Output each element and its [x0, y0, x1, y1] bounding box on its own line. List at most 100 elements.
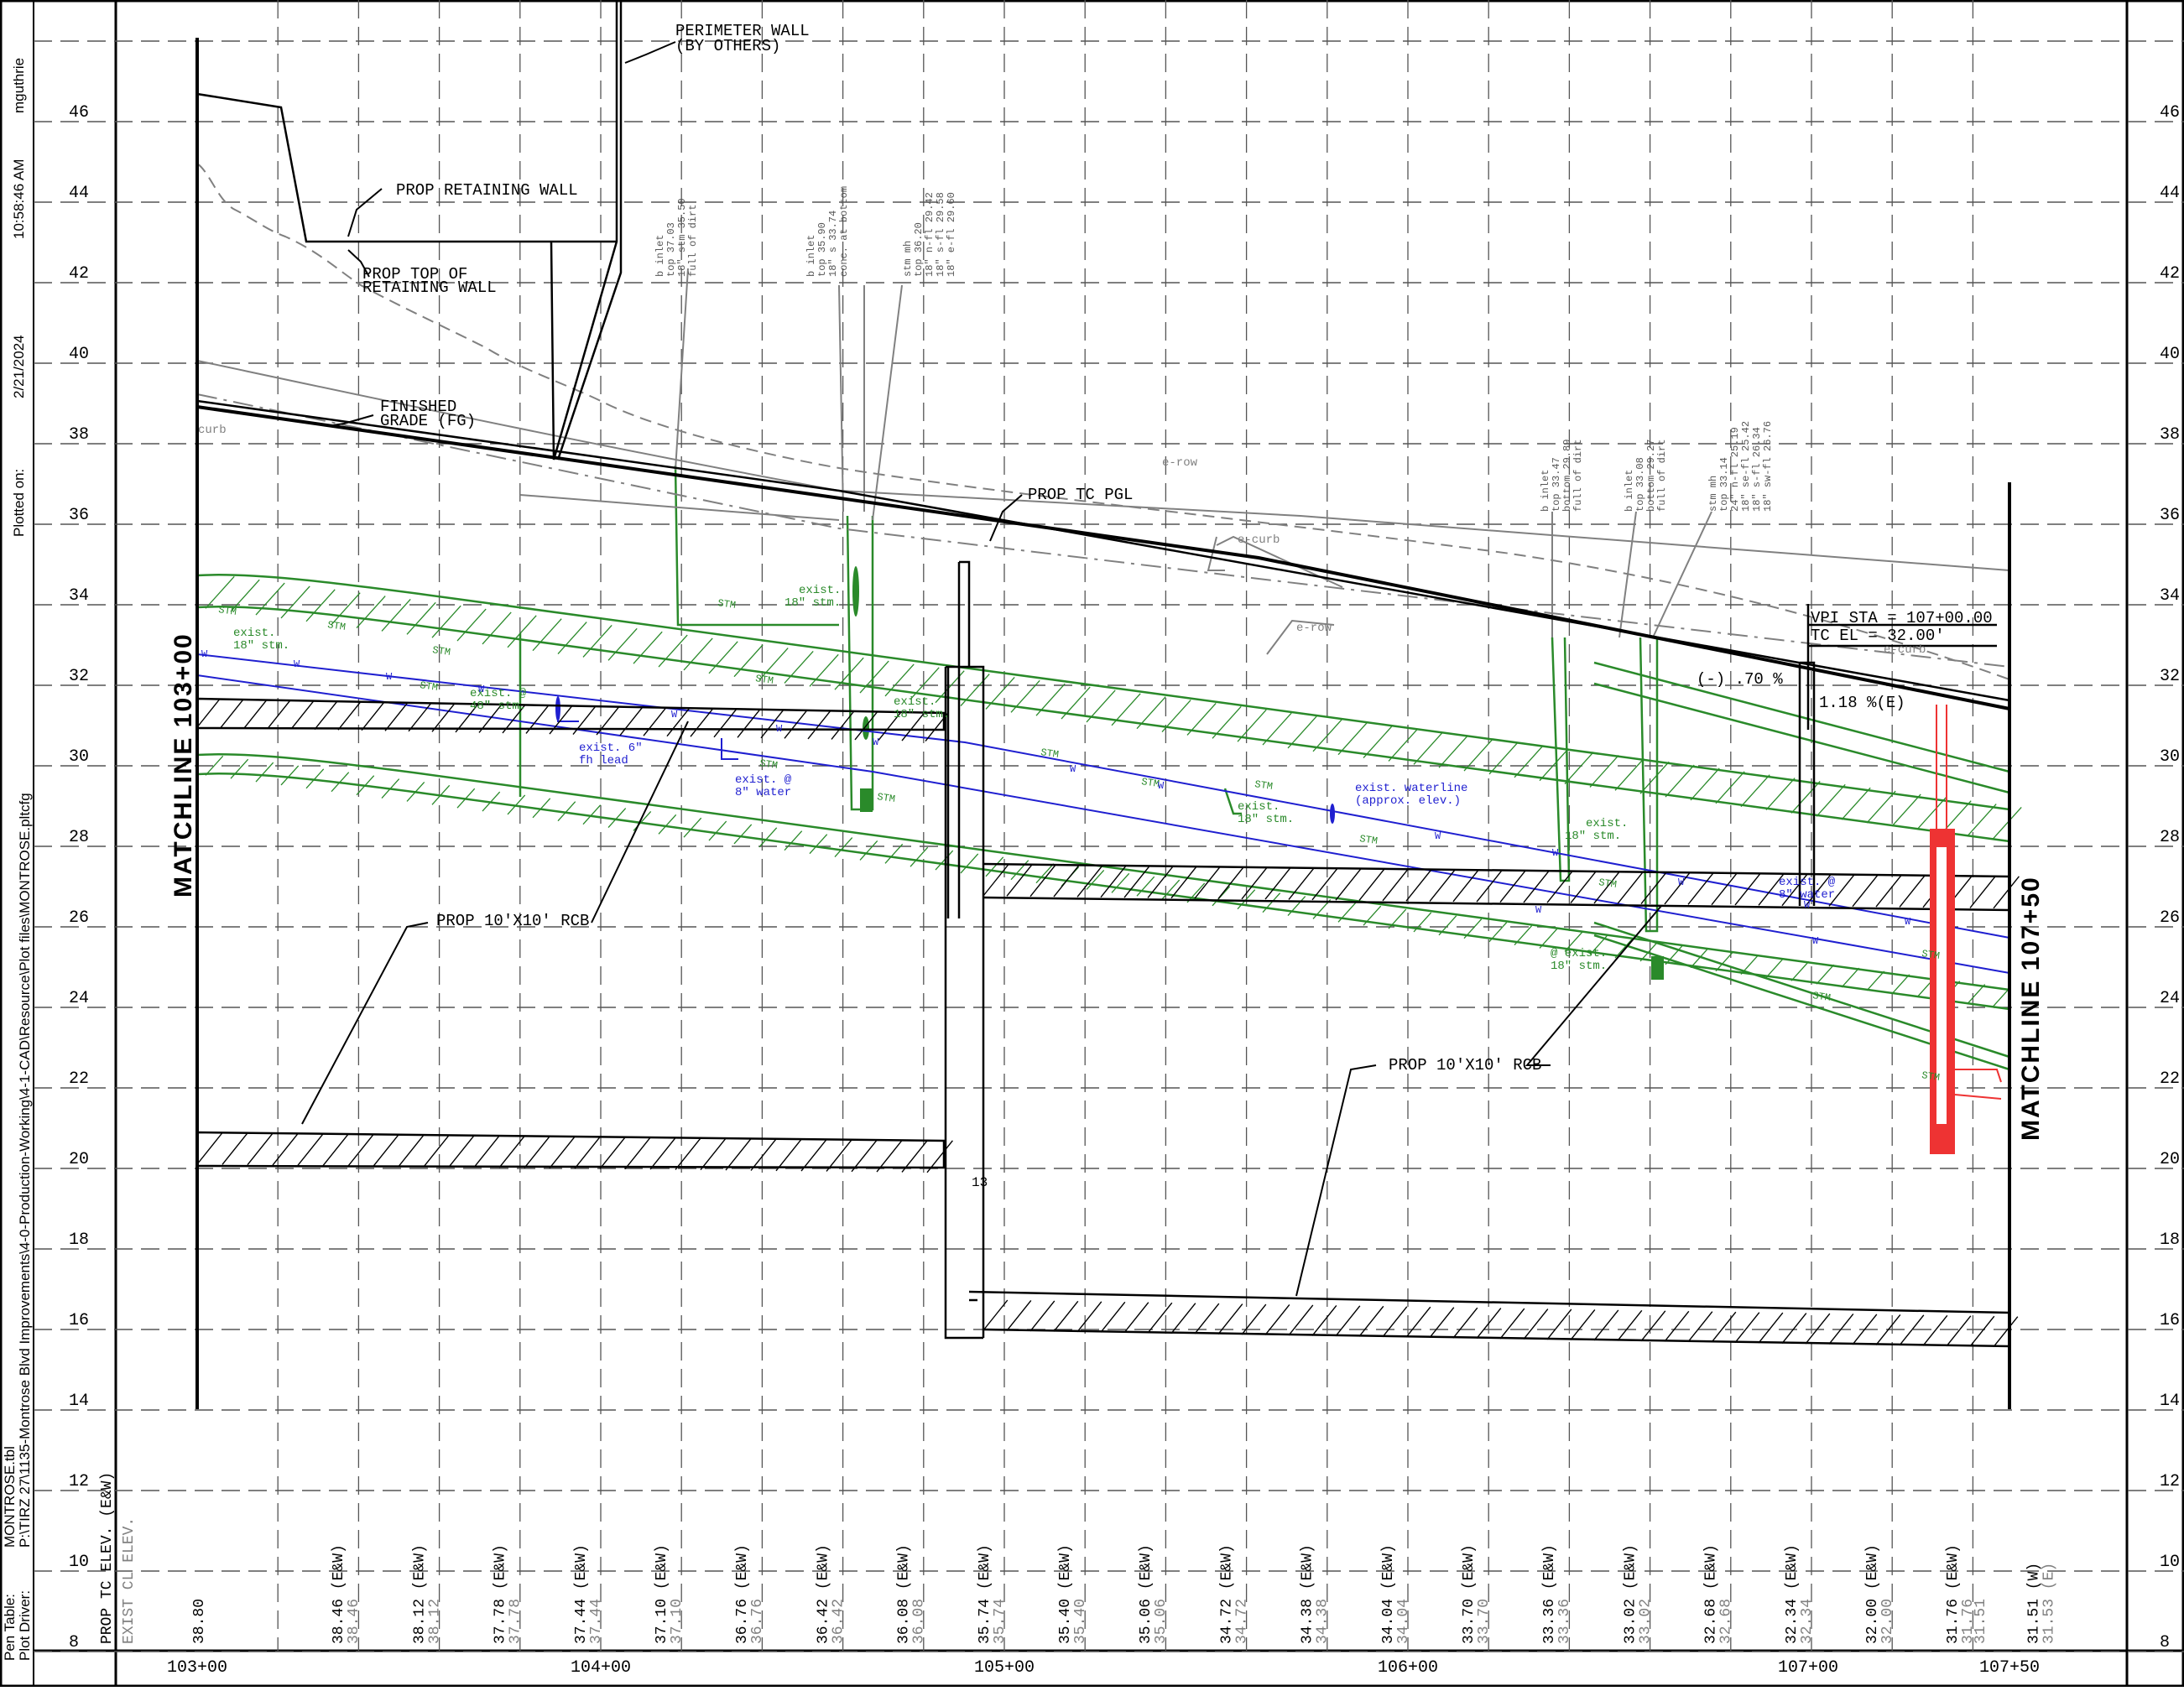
storm-hatch-stroke [960, 674, 990, 706]
storm-hatch-stroke [1715, 771, 1745, 804]
storm-labels: exist. 18" stm. exist. 18" stm. exist. 1… [233, 584, 1628, 973]
storm-hatch-stroke [456, 788, 476, 809]
storm-hatch-stroke [985, 676, 1015, 710]
hatch-stroke [1006, 863, 1033, 897]
storm-hatch-stroke [431, 605, 461, 638]
inlet-note-line: conc. at bottom [838, 186, 850, 277]
proposed-elevation: 38.46 (E&W) [331, 1544, 347, 1644]
existing-elevation: 33.36 [1556, 1599, 1573, 1644]
retaining-wall-face [550, 0, 618, 460]
water-marker-2 [1330, 804, 1335, 824]
station-label: 106+00 [1378, 1658, 1438, 1678]
storm-hatch-stroke [1035, 863, 1055, 884]
hatch-stroke [926, 1140, 953, 1173]
storm-band-1-bottom [196, 606, 2010, 843]
hatch-stroke [1452, 869, 1479, 903]
existing-ground-dashed [196, 163, 2010, 680]
finished-grade-label-2: GRADE (FG) [380, 412, 476, 430]
existing-elevation: 31.53 (E) [2041, 1563, 2057, 1644]
elevation-label-left: 30 [69, 747, 89, 767]
stm-tag: STM [717, 597, 736, 611]
leader-perimeter-wall [624, 41, 676, 64]
rcb-left-label: PROP 10'X10' RCB [436, 912, 589, 930]
station-label: 107+00 [1778, 1658, 1838, 1678]
existing-elevation: 32.68 [1718, 1599, 1735, 1644]
hatch-stroke [1499, 870, 1526, 903]
hatch-stroke [1217, 1303, 1243, 1335]
storm-hatch-stroke [1161, 879, 1181, 900]
hatch-stroke [502, 704, 526, 734]
storm-hatch-stroke [1539, 748, 1569, 782]
storm-hatch-stroke [1614, 757, 1645, 791]
storm-hatch-stroke [1061, 686, 1091, 720]
storm-hatch-stroke [482, 791, 501, 812]
elevation-label-left: 16 [69, 1311, 89, 1330]
storm-hatch-stroke [1665, 944, 1684, 965]
elevation-label-left: 40 [69, 345, 89, 364]
hatch-stroke [361, 701, 385, 731]
elevation-label-left: 10 [69, 1553, 89, 1572]
proposed-elevation: 34.38 (E&W) [1300, 1544, 1316, 1644]
storm-marker-1 [852, 566, 859, 617]
hatch-stroke [1875, 874, 1902, 908]
storm-band-hatching [205, 575, 2022, 1007]
hatch-stroke [196, 698, 221, 728]
storm-hatch-stroke [406, 601, 436, 635]
storm-hatch-stroke [683, 817, 702, 838]
inlet-note-line: top 35.90 [816, 222, 828, 277]
storm-hatch-stroke [1010, 679, 1040, 713]
elevation-label-right: 40 [2160, 345, 2180, 364]
elevation-label-left: 22 [69, 1069, 89, 1089]
storm-hatch-stroke [1413, 912, 1432, 933]
hatch-stroke [1053, 864, 1080, 898]
elevation-label-right: 46 [2160, 103, 2180, 122]
hatch-stroke [1593, 871, 1620, 904]
exist-stm-e-1: @ exist. [1551, 947, 1607, 960]
hatch-stroke [1382, 1306, 1408, 1338]
leader-rcb-mid [1525, 905, 1662, 1066]
row-line-segment [519, 494, 840, 521]
hatch-stroke [1264, 866, 1291, 900]
existing-elevation: 31.76 [1960, 1599, 1977, 1644]
storm-hatch-stroke [507, 794, 526, 815]
proposed-elevation: 37.78 (E&W) [493, 1544, 509, 1644]
hatch-stroke [784, 709, 808, 739]
hatch-stroke [347, 1133, 374, 1167]
elevation-label-right: 32 [2160, 667, 2180, 686]
hatch-stroke [314, 700, 338, 731]
w-tag: W [671, 709, 678, 721]
red-leads [1954, 1069, 2002, 1100]
hatch-stroke [1875, 1314, 1901, 1345]
storm-hatch-stroke [884, 663, 915, 697]
proposed-elevation: 38.80 [191, 1599, 208, 1644]
hatch-stroke [1288, 1304, 1314, 1336]
storm-hatch-stroke [935, 850, 954, 871]
storm-hatch-stroke [1337, 902, 1357, 923]
storm-hatch-stroke [1413, 731, 1443, 765]
hatch-stroke [1241, 866, 1268, 900]
hatch-stroke [243, 699, 268, 729]
pgl-line [196, 399, 2010, 702]
elevation-label-right: 24 [2160, 989, 2180, 1008]
inlet-note-line: 18" se-fl 25.42 [1740, 421, 1752, 512]
w-tag: W [1812, 935, 1819, 947]
hatch-stroke [1617, 871, 1644, 904]
station-label: 107+50 [1979, 1658, 2040, 1678]
exist-stm-top-2: 18" stm. [784, 596, 841, 610]
proposed-elevation: 32.68 (E&W) [1703, 1544, 1720, 1644]
elevation-label-left: 46 [69, 103, 89, 122]
storm-hatch-stroke [1715, 951, 1734, 972]
storm-hatch-stroke [280, 585, 310, 619]
storm-hatch-stroke [1564, 752, 1594, 784]
storm-hatch-stroke [1564, 931, 1583, 952]
storm-hatch-stroke [1212, 705, 1242, 739]
existing-elevation: 37.10 [669, 1599, 685, 1644]
water-marker-1 [555, 696, 560, 721]
existing-elevation: 32.00 [1879, 1599, 1896, 1644]
elevation-label-left: 28 [69, 828, 89, 847]
existing-ground-lines [196, 163, 2010, 680]
elevation-label-right: 18 [2160, 1231, 2180, 1250]
rcb-upper-outline [195, 697, 946, 731]
